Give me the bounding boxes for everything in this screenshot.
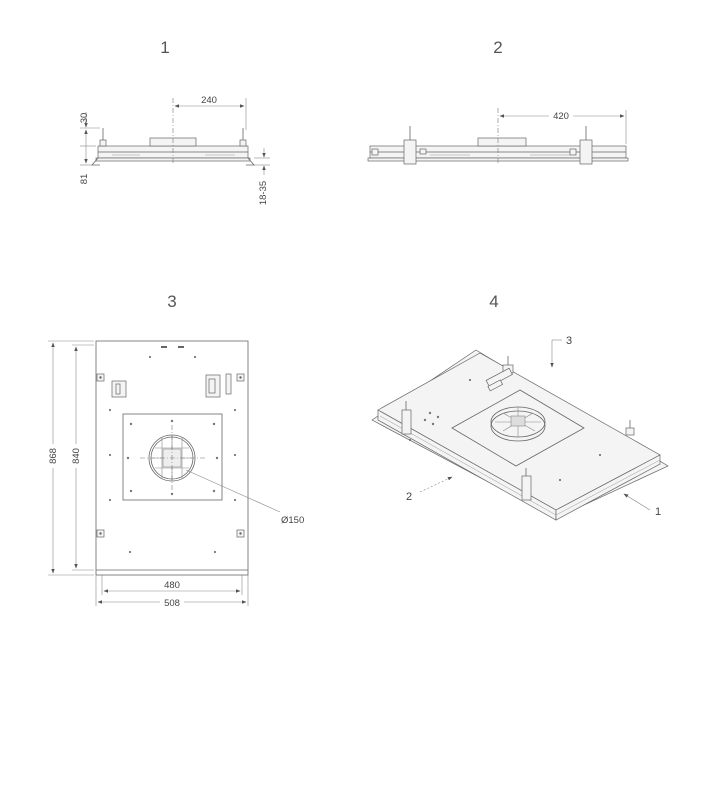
view-1-side-elevation: 1 240 30 81 18-35 xyxy=(79,38,270,205)
view-2-dim-width: 420 xyxy=(553,111,569,122)
view-4-isometric-view: 4 xyxy=(371,292,669,521)
view-1-dim-top: 30 xyxy=(79,113,90,124)
view-1-dim-flange: 18-35 xyxy=(258,181,269,205)
view-1-dim-height: 81 xyxy=(79,174,90,185)
view-3-plan-view: 3 xyxy=(46,292,304,609)
view-1-number: 1 xyxy=(160,38,169,57)
view-3-dim-outer-height: 868 xyxy=(48,448,59,464)
view-4-callout-2: 2 xyxy=(406,491,412,503)
view-4-callout-3: 3 xyxy=(566,335,572,347)
view-1-dim-width: 240 xyxy=(201,95,217,106)
view-3-number: 3 xyxy=(167,292,176,311)
view-3-dim-duct-diameter: Ø150 xyxy=(281,515,304,526)
view-4-number: 4 xyxy=(489,292,498,311)
view-2-number: 2 xyxy=(493,38,502,57)
view-3-dim-outer-width: 508 xyxy=(164,598,180,609)
view-3-dim-inner-height: 840 xyxy=(71,448,82,464)
view-3-dim-inner-width: 480 xyxy=(164,580,180,591)
view-2-front-elevation: 2 420 xyxy=(367,38,629,165)
view-4-callout-1: 1 xyxy=(655,506,661,518)
